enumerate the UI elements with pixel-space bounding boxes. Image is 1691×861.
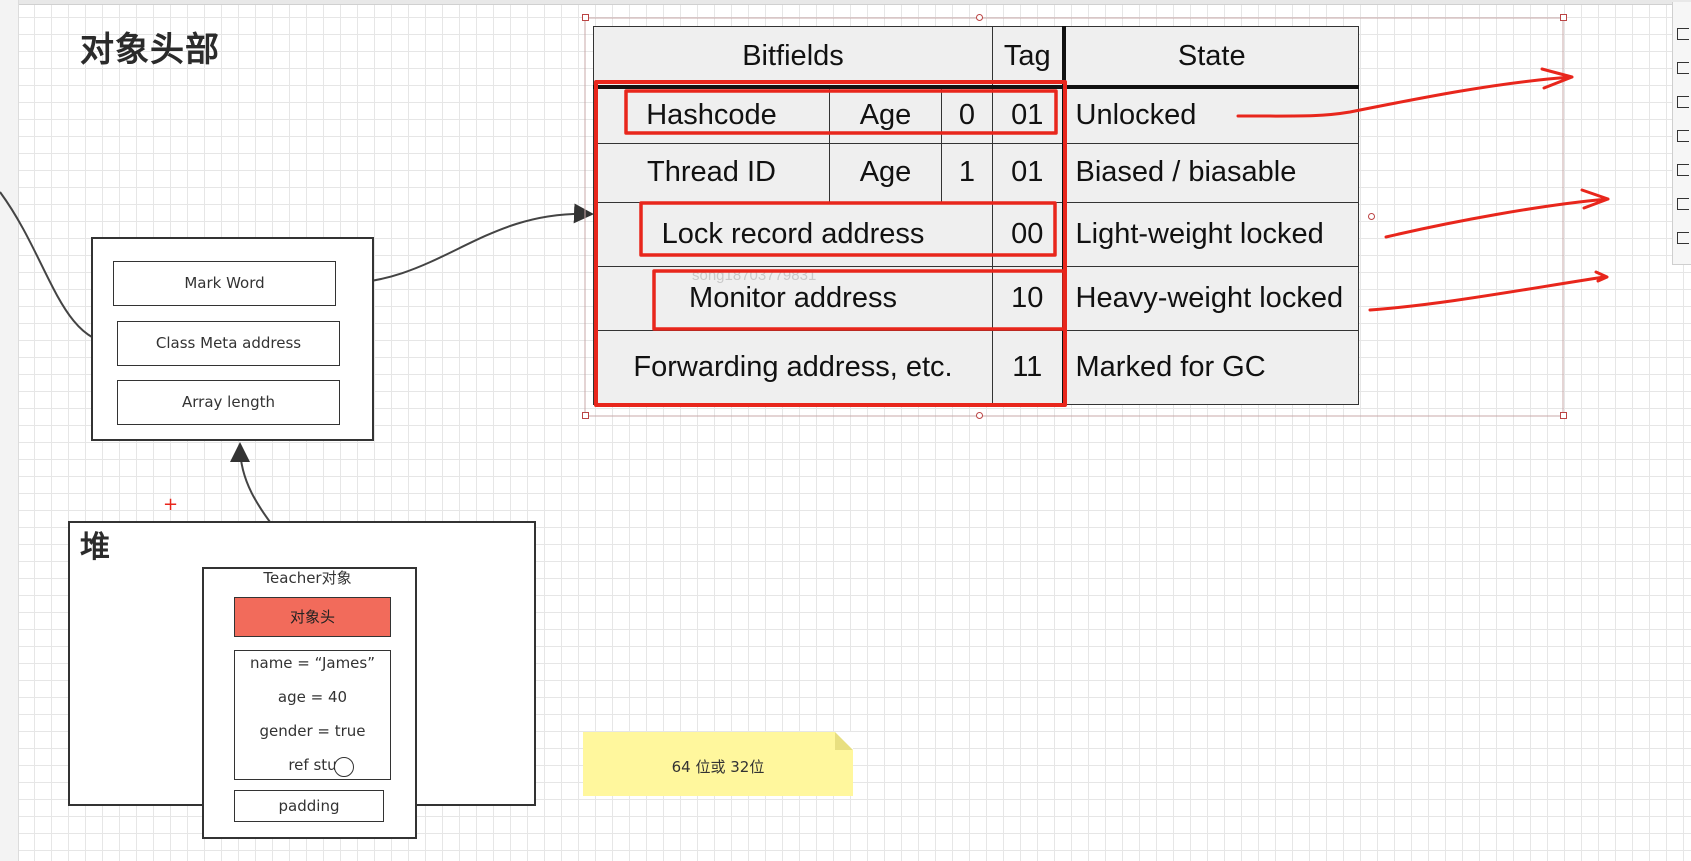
- annotation-highlight-box: [652, 269, 1066, 331]
- state-cell: Light-weight locked: [1063, 201, 1359, 267]
- data-line-age: age = 40: [277, 688, 348, 706]
- note-text: 64 位或 32位: [671, 758, 765, 776]
- plus-marker-icon: +: [163, 494, 179, 515]
- bitfields-table: Bitfields Tag State Hashcode Age 0 01 Un…: [593, 26, 1359, 405]
- heap-label: 堆: [80, 530, 110, 565]
- resize-handle[interactable]: [582, 412, 589, 419]
- undo-icon[interactable]: [1677, 198, 1689, 210]
- annotation-highlight-box: [624, 89, 1058, 135]
- table-row: Monitor address 10 Heavy-weight locked: [593, 265, 1359, 331]
- table-header-row: Bitfields Tag State: [593, 26, 1359, 89]
- table-cell: Forwarding address, etc.: [593, 329, 993, 405]
- resize-handle[interactable]: [1560, 14, 1567, 21]
- data-line-gender: gender = true: [259, 722, 366, 740]
- copy-icon[interactable]: [1677, 96, 1689, 108]
- table-row: Forwarding address, etc. 11 Marked for G…: [593, 329, 1359, 405]
- data-line-ref: ref stu: [288, 756, 337, 774]
- sticky-note[interactable]: 64 位或 32位: [583, 732, 853, 796]
- resize-handle[interactable]: [1368, 213, 1375, 220]
- table-row: Thread ID Age 1 01 Biased / biasable: [593, 142, 1359, 203]
- header-state: State: [1063, 26, 1359, 89]
- padding-field[interactable]: padding: [234, 790, 384, 822]
- note-fold-corner: [835, 732, 853, 750]
- annotation-arrow-lightweight: [1384, 188, 1610, 239]
- class-meta-field[interactable]: Class Meta address: [117, 321, 340, 366]
- bitfields-table-wrap: Bitfields Tag State Hashcode Age 0 01 Un…: [593, 26, 1359, 405]
- array-length-field[interactable]: Array length: [117, 380, 340, 425]
- table-cell: Monitor address: [593, 265, 993, 331]
- connection-point-icon[interactable]: [334, 757, 354, 777]
- tag-cell: 11: [992, 329, 1066, 405]
- comment-icon[interactable]: [1677, 232, 1689, 244]
- state-cell: Heavy-weight locked: [1063, 265, 1359, 331]
- annotation-highlight-box: [639, 201, 1057, 257]
- tag-cell: 10: [992, 265, 1066, 331]
- page-icon[interactable]: [1677, 130, 1689, 142]
- resize-handle[interactable]: [976, 412, 983, 419]
- object-head-field[interactable]: 对象头: [234, 597, 391, 637]
- mark-word-field[interactable]: Mark Word: [113, 261, 336, 306]
- annotation-outline-box: [594, 80, 1067, 407]
- resize-handle[interactable]: [582, 14, 589, 21]
- data-line-name: name = “James”: [250, 654, 375, 672]
- table-cell: Thread ID: [593, 142, 830, 203]
- resize-handle[interactable]: [1560, 412, 1567, 419]
- teacher-object-title: Teacher对象: [263, 569, 352, 587]
- selection-frame: [584, 17, 1564, 417]
- annotation-arrow-unlocked: [1236, 67, 1574, 118]
- add-icon[interactable]: [1677, 28, 1689, 40]
- right-toolbar: [1672, 2, 1691, 265]
- tag-cell: 01: [992, 142, 1066, 203]
- format-icon[interactable]: [1677, 62, 1689, 74]
- annotation-arrow-heavyweight: [1368, 270, 1609, 312]
- header-tag: Tag: [992, 26, 1066, 89]
- instance-data-box[interactable]: [234, 650, 391, 780]
- state-cell: Marked for GC: [1063, 329, 1359, 405]
- doc-icon[interactable]: [1677, 164, 1689, 176]
- top-edge: [0, 0, 1691, 5]
- resize-handle[interactable]: [976, 14, 983, 21]
- page-title: 对象头部: [80, 30, 220, 70]
- header-bitfields: Bitfields: [593, 26, 993, 89]
